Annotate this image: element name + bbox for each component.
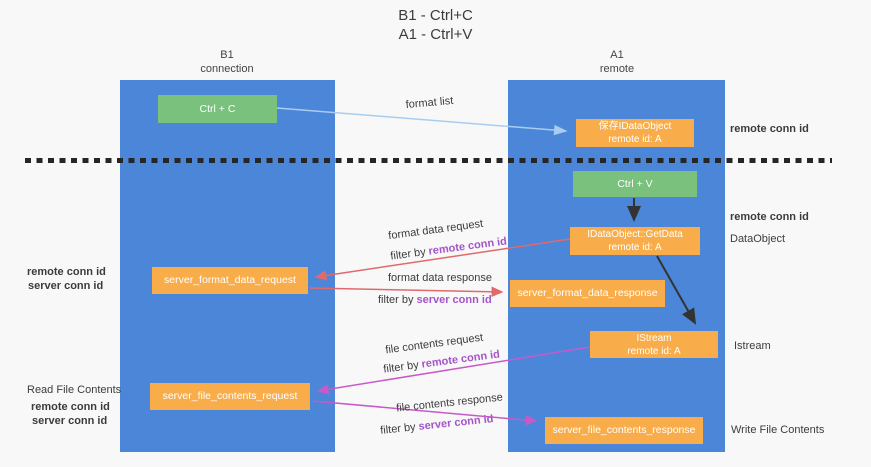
- title-line-1: B1 - Ctrl+C: [398, 7, 473, 24]
- side-server-conn-id-mid-left: server conn id: [28, 280, 104, 292]
- lane-left-subtitle: connection: [200, 63, 254, 75]
- dashed-separator: [25, 158, 832, 163]
- node-istream: IStream remote id: A: [590, 331, 718, 358]
- server-conn-id-text: server conn id: [416, 294, 492, 306]
- side-remote-conn-id-mid-left: remote conn id: [27, 266, 106, 278]
- node-ctrl-c-label: Ctrl + C: [199, 102, 236, 115]
- node-ctrl-c: Ctrl + C: [158, 95, 277, 123]
- arrow-file-contents-request: [316, 346, 591, 395]
- arrow-format-data-response: [309, 286, 504, 298]
- side-dataobject: DataObject: [730, 233, 786, 245]
- arrow-format-data-request: [314, 238, 571, 281]
- lane-left-title: B1: [220, 49, 234, 61]
- lane-header-right: A1 remote: [557, 48, 677, 76]
- node-getdata-line1: IDataObject::GetData: [587, 229, 683, 240]
- arrow-file-contents-response: [312, 400, 538, 426]
- side-write-file-contents: Write File Contents: [731, 424, 825, 436]
- side-read-file-contents: Read File Contents: [27, 384, 122, 396]
- node-server-file-contents-request: server_file_contents_request: [150, 383, 310, 410]
- node-idataobject-getdata: IDataObject::GetData remote id: A: [570, 227, 700, 255]
- node-server-format-data-response: server_format_data_response: [510, 280, 665, 307]
- title-line-2: A1 - Ctrl+V: [398, 26, 473, 43]
- node-istream-line1: IStream: [636, 332, 672, 344]
- node-server-format-data-request-label: server_format_data_request: [164, 274, 296, 286]
- node-istream-line2: remote id: A: [627, 345, 681, 357]
- diagram-title: B1 - Ctrl+C A1 - Ctrl+V: [0, 6, 871, 44]
- side-remote-conn-id-bottom-left: remote conn id: [31, 401, 110, 413]
- node-getdata-line2: remote id: A: [608, 242, 662, 253]
- node-ctrl-v-label: Ctrl + V: [617, 177, 653, 190]
- lane-right-title: A1: [610, 49, 624, 61]
- side-server-conn-id-bottom-left: server conn id: [32, 415, 108, 427]
- side-remote-conn-id-mid-right: remote conn id: [730, 211, 809, 223]
- lane-header-left: B1 connection: [167, 48, 287, 76]
- node-store-dataobject: 保存IDataObject remote id: A: [576, 119, 694, 147]
- arrow-getdata-to-istream: [656, 255, 696, 325]
- node-server-format-data-request: server_format_data_request: [152, 267, 308, 294]
- lane-right-subtitle: remote: [599, 63, 635, 75]
- side-remote-conn-id-top-right: remote conn id: [730, 123, 809, 135]
- label-filter-by-server-1: filter by server conn id: [378, 294, 492, 306]
- node-store-dataobject-line1: 保存IDataObject: [598, 121, 672, 132]
- node-ctrl-v: Ctrl + V: [573, 171, 697, 197]
- filter-by-text: filter by: [378, 294, 414, 306]
- node-server-format-data-response-label: server_format_data_response: [517, 287, 658, 299]
- side-istream: Istream: [734, 340, 771, 352]
- node-server-file-contents-response-label: server_file_contents_response: [552, 424, 696, 436]
- node-server-file-contents-request-label: server_file_contents_request: [162, 390, 298, 402]
- label-format-data-response: format data response: [388, 272, 492, 284]
- arrow-format-list: [276, 107, 568, 136]
- node-store-dataobject-line2: remote id: A: [608, 134, 662, 145]
- node-server-file-contents-response: server_file_contents_response: [545, 417, 703, 444]
